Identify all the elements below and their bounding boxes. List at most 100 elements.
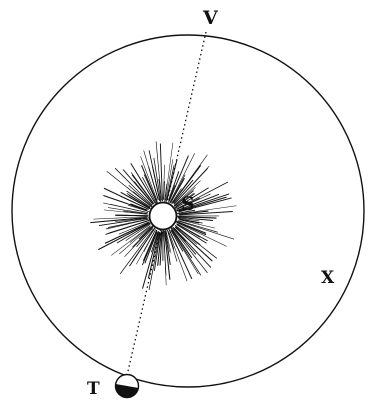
sun-ray <box>157 230 162 266</box>
sun-ray <box>132 226 153 248</box>
sun-ray <box>174 225 218 259</box>
orbit-circle <box>11 34 365 388</box>
sun-ray <box>142 177 157 204</box>
sun-ray <box>169 153 195 204</box>
sun-ray <box>163 181 165 200</box>
sun-ray <box>140 156 158 201</box>
sun-ray <box>130 203 148 211</box>
sun-ray <box>178 197 232 213</box>
sun-ray <box>142 229 158 262</box>
sun-ray <box>130 172 155 204</box>
sun-ray <box>177 216 217 219</box>
sun-disc <box>148 201 178 231</box>
sun-ray <box>164 142 174 203</box>
label-x: X <box>321 268 335 288</box>
sun-ray <box>122 169 154 205</box>
sun-ray <box>168 171 180 201</box>
sun-ray <box>106 170 153 208</box>
sun-ray <box>133 191 153 208</box>
sun-ray <box>179 219 216 229</box>
sun-ray <box>134 181 153 204</box>
sun-ray <box>171 229 202 276</box>
sun-ray <box>170 229 184 252</box>
sun-ray <box>104 222 149 244</box>
sun-ray <box>164 229 171 265</box>
sun-ray <box>107 207 148 214</box>
sun-ray <box>171 226 208 274</box>
sun-ray <box>166 159 178 201</box>
sun-ray <box>171 230 199 275</box>
sun-ray <box>165 159 174 201</box>
sun-ray <box>165 230 170 253</box>
sun-ray <box>123 210 148 215</box>
sun-ray <box>168 155 189 202</box>
sun-ray <box>128 184 153 207</box>
body-t <box>114 373 140 399</box>
sun-ray <box>164 230 171 280</box>
sun-ray <box>178 196 227 212</box>
sun-ray <box>98 217 148 226</box>
sun-ray <box>179 218 200 224</box>
sun-ray <box>176 223 201 238</box>
sun-ray <box>147 231 160 279</box>
sun-ray <box>143 229 156 252</box>
sun-ray <box>119 226 151 255</box>
sun-ray <box>120 196 149 210</box>
sun-ray <box>175 193 211 211</box>
sun-ray <box>166 229 178 262</box>
sun-ray <box>174 187 209 209</box>
sun-ray <box>136 228 156 265</box>
sun-ray <box>170 227 193 259</box>
sun-ray <box>177 205 237 215</box>
sun-ray <box>177 193 230 212</box>
sun-ray <box>148 166 159 201</box>
sun-ray <box>141 165 158 204</box>
sun-ray <box>176 209 196 214</box>
sun-ray <box>174 190 194 207</box>
sun-ray <box>170 174 186 202</box>
sun-ray <box>105 218 149 230</box>
sun-ray <box>174 226 213 262</box>
sun-ray <box>120 191 151 210</box>
sun-ray <box>153 157 162 202</box>
sun-ray <box>179 211 207 215</box>
sun-ray <box>108 219 150 234</box>
sun-ray <box>177 216 213 221</box>
sun-ray <box>168 229 193 280</box>
sun-ray <box>173 180 201 206</box>
label-v: V <box>202 7 219 29</box>
sun-ray <box>159 231 163 266</box>
sun-ray <box>168 231 188 282</box>
sun-ray <box>177 197 200 210</box>
sun-ray <box>174 193 196 209</box>
sun-ray <box>159 143 163 202</box>
label-s: S <box>181 193 195 215</box>
sun-ray <box>93 216 148 220</box>
sun-ray <box>173 227 212 268</box>
sun-ray <box>179 210 233 216</box>
sun-ray <box>169 177 185 204</box>
label-t: T <box>87 379 100 399</box>
sun-ray <box>103 195 148 211</box>
sun-ray <box>167 185 176 203</box>
sight-line <box>125 31 207 381</box>
sun-ray <box>114 217 149 223</box>
sun-ray <box>144 231 158 264</box>
sun-rays <box>90 141 237 291</box>
sun-ray <box>164 183 167 203</box>
sun-ray <box>168 228 177 248</box>
sun-ray <box>176 220 207 234</box>
sun-ray <box>155 141 162 201</box>
sun-ray <box>148 232 161 291</box>
sun-ray <box>153 232 161 272</box>
sun-ray <box>175 221 207 236</box>
sun-ray <box>90 216 147 224</box>
sun-ray <box>116 223 151 244</box>
sun-ray <box>150 231 159 253</box>
sun-ray <box>176 222 227 247</box>
sun-ray <box>136 227 154 247</box>
sun-ray <box>177 220 235 240</box>
sun-ray <box>111 225 150 256</box>
sun-ray <box>98 222 150 251</box>
